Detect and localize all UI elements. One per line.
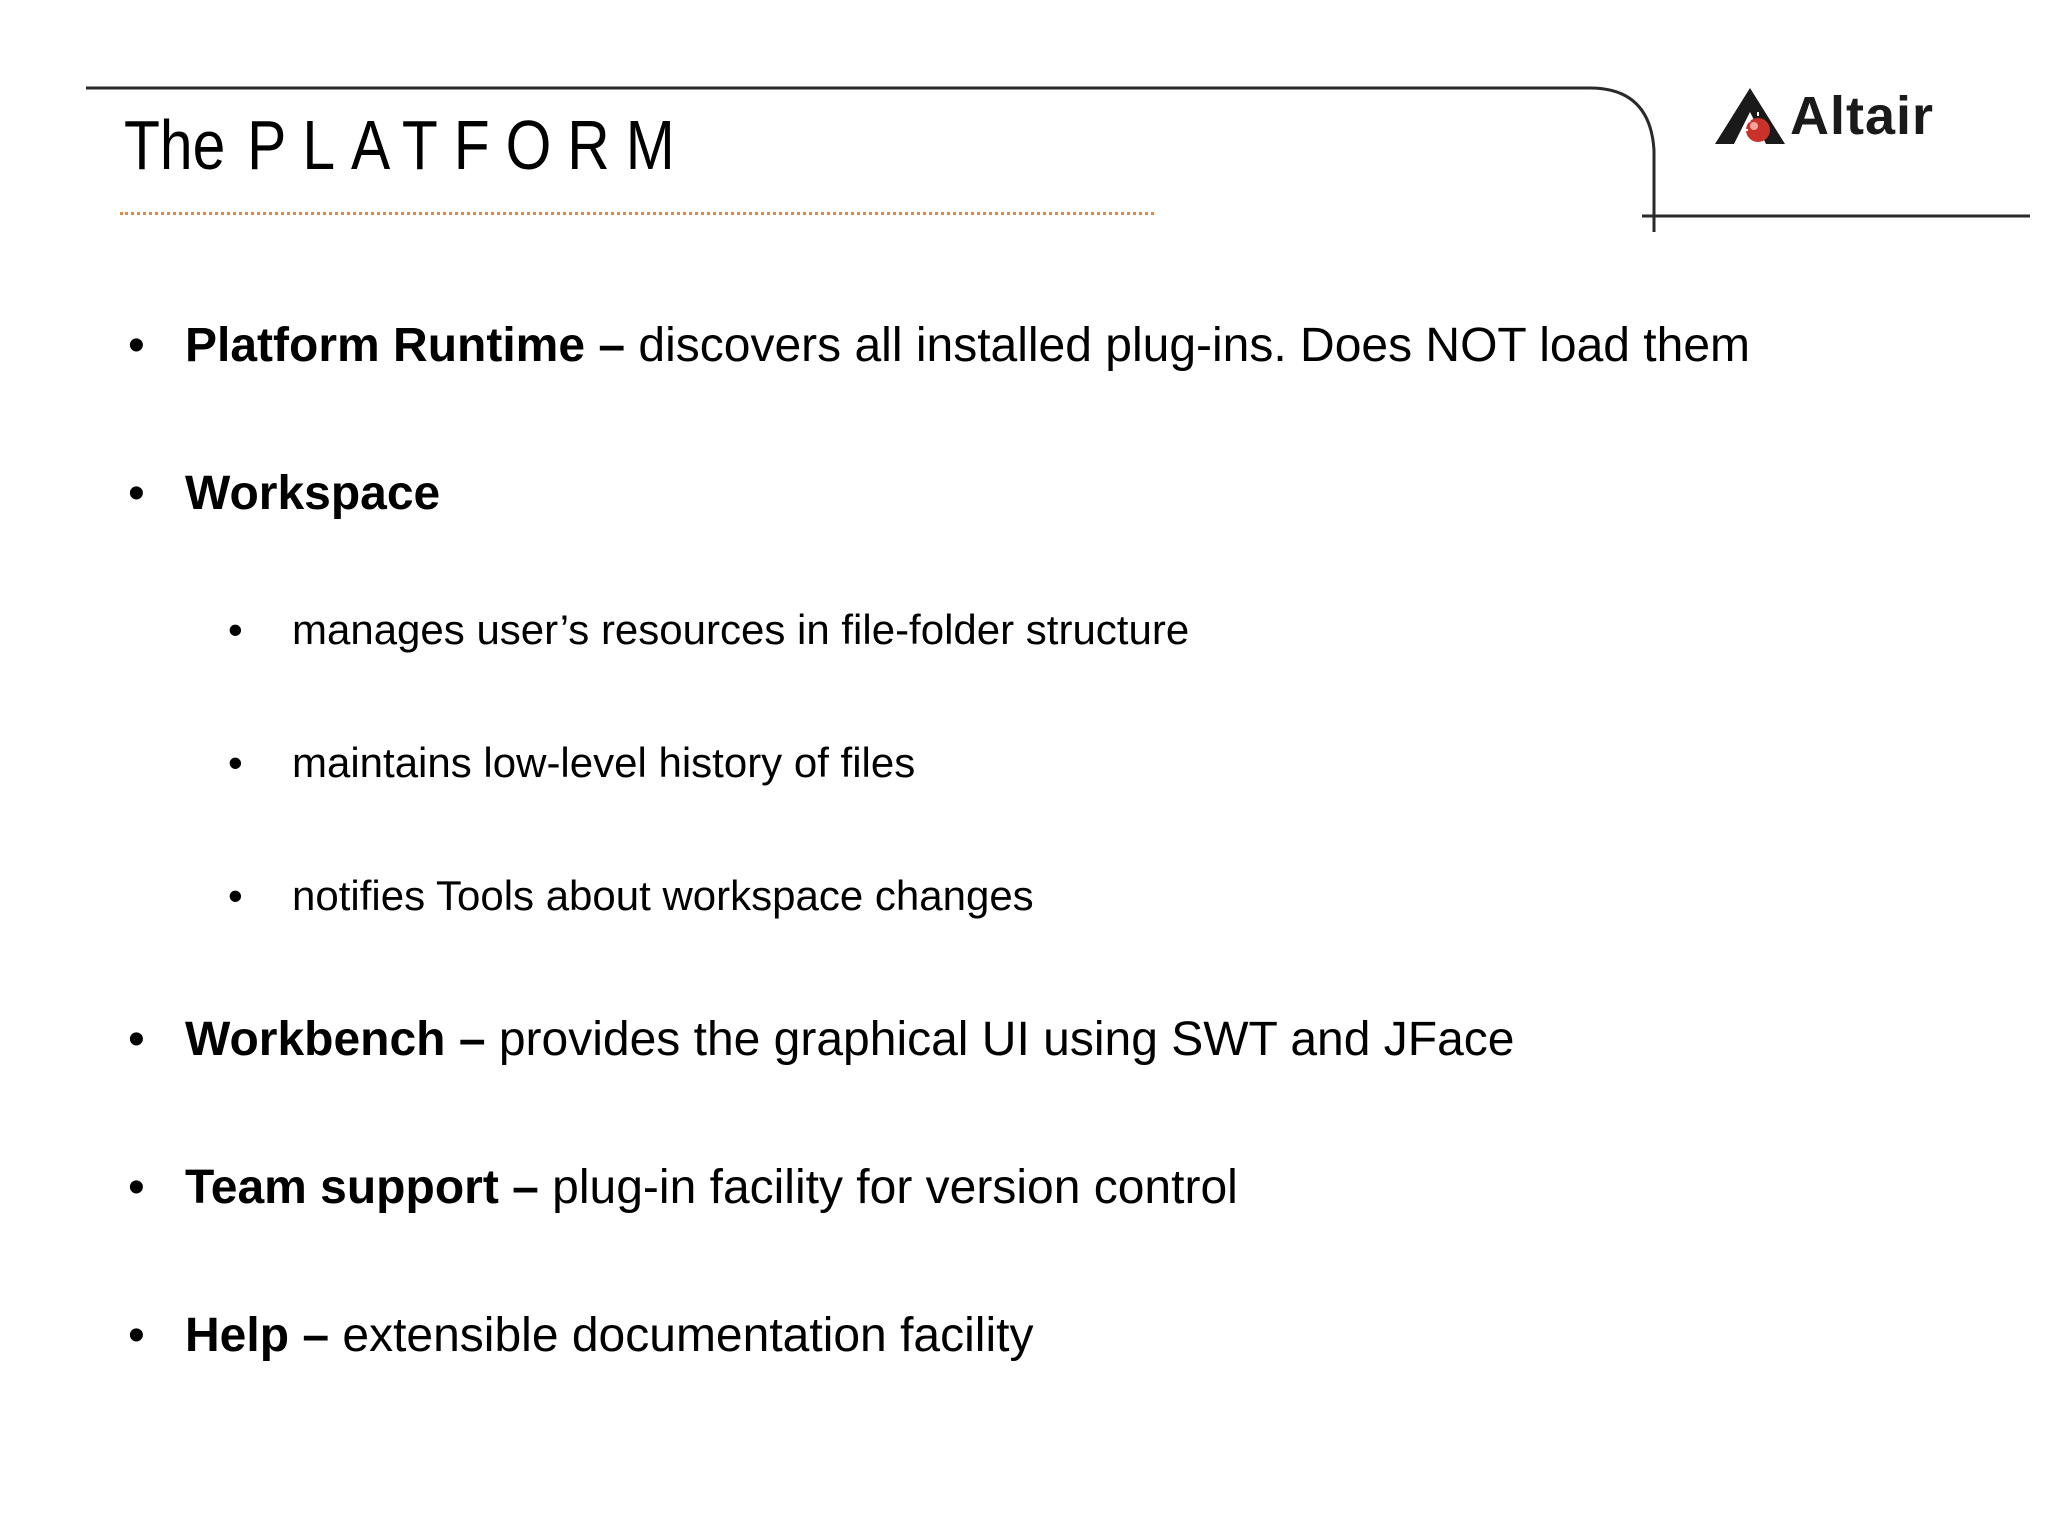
bullet-term: Workspace [185,467,441,520]
bullet-workspace: • Workspace [128,466,440,521]
title-word-platform: PLATFORM [247,106,691,184]
subbullet-dot: • [228,739,243,786]
bullet-desc: provides the graphical UI using SWT and … [485,1013,1515,1066]
subbullet-history: • maintains low-level history of files [228,739,915,787]
bullet-dot: • [128,1013,145,1066]
subbullet-dot: • [228,872,243,919]
subbullet-text: maintains low-level history of files [292,739,916,786]
subbullet-text: manages user’s resources in file-folder … [292,606,1190,653]
title-word-the: The [124,106,226,184]
bullet-workbench: • Workbench – provides the graphical UI … [128,1012,1514,1067]
altair-logo: Altair [1714,86,1934,146]
logo-text: Altair [1790,86,1935,146]
bullet-team-support: • Team support – plug-in facility for ve… [128,1160,1238,1215]
bullet-desc: plug-in facility for version control [538,1161,1238,1214]
bullet-dot: • [128,1309,145,1362]
bullet-desc: extensible documentation facility [329,1309,1034,1362]
subbullet-text: notifies Tools about workspace changes [292,872,1034,919]
subbullet-dot: • [228,606,243,653]
bullet-dot: • [128,467,145,520]
title-underline [120,212,1154,215]
bullet-term: Workbench – [185,1013,486,1066]
bullet-platform-runtime: • Platform Runtime – discovers all insta… [128,318,1750,373]
altair-triangle-icon [1715,88,1785,144]
bullet-desc: discovers all installed plug-ins. Does N… [625,319,1751,372]
subbullet-manages-resources: • manages user’s resources in file-folde… [228,606,1189,654]
bullet-help: • Help – extensible documentation facili… [128,1308,1033,1363]
bullet-term: Help – [185,1309,330,1362]
bullet-term: Platform Runtime – [185,319,626,372]
bullet-dot: • [128,1161,145,1214]
header-frame-lines [86,86,2030,232]
bullet-dot: • [128,319,145,372]
subbullet-notifies: • notifies Tools about workspace changes [228,872,1034,920]
bullet-term: Team support – [185,1161,539,1214]
